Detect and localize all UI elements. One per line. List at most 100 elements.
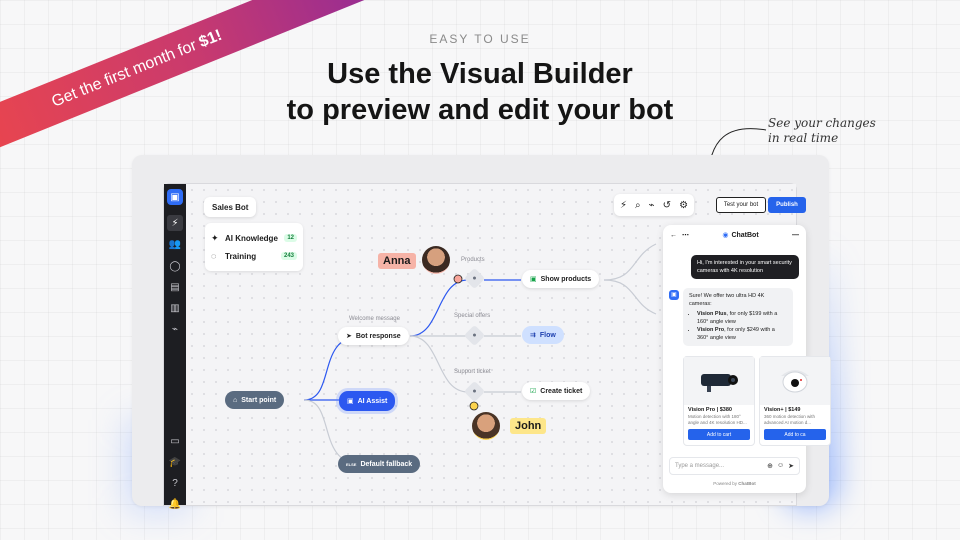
more-icon[interactable]: ⋯ <box>682 232 689 239</box>
archive-icon[interactable]: ▤ <box>170 281 180 293</box>
chatbot-logo-icon: ◉ <box>722 232 729 239</box>
chat-title: ◉ ChatBot <box>722 231 759 240</box>
flow-node[interactable]: ⇉ Flow <box>522 326 564 344</box>
headline-line-2: to preview and edit your bot <box>286 94 674 126</box>
dome-camera-icon <box>781 370 809 393</box>
bot-avatar-icon: ▣ <box>669 290 679 300</box>
else-tag: ELSE <box>346 461 357 467</box>
camera-image <box>684 357 754 405</box>
training-row[interactable]: ◌ Training 243 <box>211 247 297 265</box>
bot-intro: Sure! We offer two ultra HD 4K cameras: <box>689 293 765 307</box>
products-hub[interactable]: ● <box>463 267 486 290</box>
show-products-node[interactable]: ▣ Show products <box>522 270 600 288</box>
bullet-camera-icon <box>701 374 738 392</box>
ticket-check-icon: ☑ <box>530 388 537 395</box>
training-label: Training <box>225 251 257 261</box>
flow-canvas[interactable]: Sales Bot ⚡ ⌕ ⌁ ↺ ⚙ Test your bot Publis… <box>186 184 831 505</box>
user-message: Hi, I'm interested in your smart securit… <box>691 255 799 279</box>
users-icon[interactable]: 👥 <box>168 238 182 250</box>
chat-icon[interactable]: ◯ <box>169 260 181 272</box>
test-bot-button[interactable]: Test your bot <box>716 197 766 213</box>
bot-message: Sure! We offer two ultra HD 4K cameras: … <box>683 288 793 346</box>
message-input[interactable]: Type a message... ⊕ ☺ ➤ <box>669 457 800 475</box>
john-tag: John <box>510 418 547 434</box>
search-icon[interactable]: ⌕ <box>635 199 641 211</box>
plug-icon[interactable]: ⌁ <box>171 323 179 335</box>
toolbar: ⚡ ⌕ ⌁ ↺ ⚙ <box>614 194 695 216</box>
chart-icon[interactable]: ▥ <box>170 302 180 314</box>
input-actions: ⊕ ☺ ➤ <box>767 462 794 470</box>
annotation: See your changes in real time <box>768 116 876 146</box>
create-ticket-label: Create ticket <box>540 387 583 395</box>
ai-assist-label: AI Assist <box>357 397 388 405</box>
help-icon[interactable]: ? <box>172 477 178 489</box>
powered-brand[interactable]: ChatBot <box>738 481 756 486</box>
product-desc: 360 motion detection with advanced AI mo… <box>764 414 816 425</box>
offer-1-text: , for only $199 with a 160° angle view <box>697 311 778 325</box>
eyebrow: EASY TO USE <box>429 32 531 46</box>
bot-response-label: Bot response <box>355 332 401 340</box>
offer-item-1: Vision Plus, for only $199 with a 160° a… <box>697 310 787 326</box>
add-to-cart-button[interactable]: Add to ca <box>764 429 826 440</box>
headline-line-1: Use the Visual Builder <box>327 58 633 90</box>
headline: Use the Visual Builder to preview and ed… <box>0 56 960 128</box>
academy-icon[interactable]: 🎓 <box>168 456 182 468</box>
ai-knowledge-row[interactable]: ✦ AI Knowledge 12 <box>211 229 297 247</box>
offers-hub[interactable]: ● <box>463 324 486 347</box>
emoji-icon[interactable]: ☺ <box>776 462 785 469</box>
lightning-icon[interactable]: ⚡ <box>620 199 628 211</box>
flow-label: Flow <box>539 331 556 339</box>
send-icon: ➤ <box>346 333 352 340</box>
gear-icon[interactable]: ⚙ <box>679 199 689 211</box>
anna-tag: Anna <box>378 253 416 269</box>
bot-response-node[interactable]: ➤ Bot response <box>338 327 409 345</box>
ai-assist-node[interactable]: ▣ AI Assist <box>339 391 396 411</box>
user-icon: ● <box>472 275 477 282</box>
history-icon[interactable]: ↺ <box>662 199 672 211</box>
attach-icon[interactable]: ⊕ <box>767 463 773 470</box>
flow-icon: ⇉ <box>530 332 536 339</box>
powered-by: Powered by ChatBot <box>663 481 806 486</box>
billing-icon[interactable]: ▭ <box>170 435 180 447</box>
sparkle-icon: ✦ <box>211 232 219 243</box>
minimize-icon[interactable]: — <box>791 231 799 239</box>
product-name: Vision Pro | $380 <box>688 407 732 413</box>
training-count: 243 <box>280 252 297 260</box>
support-hub[interactable]: ● <box>463 380 486 403</box>
create-ticket-node[interactable]: ☑ Create ticket <box>522 382 591 400</box>
special-offers-label: Special offers <box>454 313 491 319</box>
chat-title-label: ChatBot <box>731 231 759 239</box>
send-icon[interactable]: ➤ <box>788 463 794 470</box>
plug-icon[interactable]: ⌁ <box>648 199 655 211</box>
user-icon: ● <box>472 332 477 339</box>
home-icon: ⌂ <box>233 396 238 404</box>
back-arrow-icon[interactable]: ← <box>670 231 677 239</box>
product-desc: Motion detection with 180° angle and 4K … <box>688 414 747 425</box>
annotation-line-2: in real time <box>768 131 839 145</box>
product-name: Vision+ | $149 <box>764 407 801 413</box>
lightning-icon[interactable]: ⚡ <box>167 215 183 231</box>
start-point-label: Start point <box>241 396 277 404</box>
chatbot-logo-icon[interactable]: ▣ <box>167 189 183 205</box>
chat-preview: ← ⋯ ◉ ChatBot — Hi, I'm interested in yo… <box>663 225 831 493</box>
support-ticket-label: Support ticket <box>454 369 491 375</box>
default-fallback-label: Default fallback <box>360 460 413 468</box>
start-point-node[interactable]: ⌂ Start point <box>225 391 285 409</box>
add-to-cart-button[interactable]: Add to cart <box>688 429 750 440</box>
offer-1-name: Vision Plus <box>697 311 727 317</box>
publish-button[interactable]: Publish <box>768 197 806 213</box>
show-products-label: Show products <box>540 275 592 283</box>
knowledge-panel: ✦ AI Knowledge 12 ◌ Training 243 <box>205 223 303 271</box>
annotation-line-1: See your changes <box>768 116 876 130</box>
ai-icon: ▣ <box>347 398 354 405</box>
bell-icon[interactable]: 🔔 <box>168 498 182 510</box>
ai-knowledge-count: 12 <box>284 234 297 242</box>
powered-prefix: Powered by <box>713 481 737 486</box>
product-card: Vision Pro | $380 Motion detection with … <box>683 356 755 446</box>
bot-name[interactable]: Sales Bot <box>204 197 257 217</box>
app-window: ▣ ⚡ 👥 ◯ ▤ ▥ ⌁ ▭ 🎓 ? 🔔 Sales Bot ⚡ ⌕ ⌁ ↺ … <box>163 183 831 510</box>
ai-knowledge-label: AI Knowledge <box>225 233 278 243</box>
default-fallback-node[interactable]: ELSE Default fallback <box>338 455 421 473</box>
camera-image <box>760 357 830 405</box>
welcome-message-label: Welcome message <box>349 316 400 322</box>
